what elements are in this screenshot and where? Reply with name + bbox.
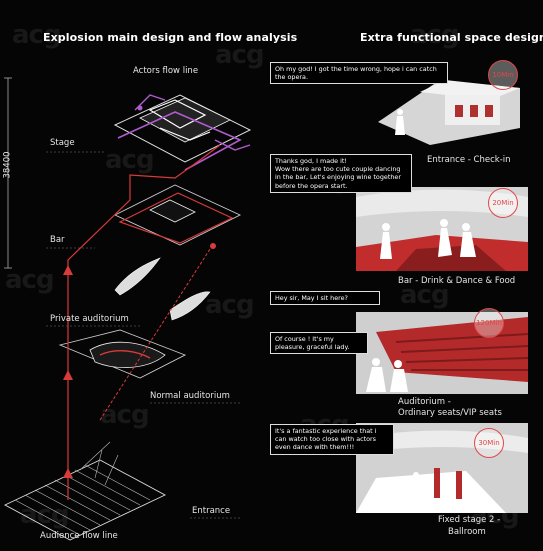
actors-flow-label: Actors flow line (133, 66, 199, 76)
stage-label: Stage (50, 138, 75, 148)
time-badge: 30Min (474, 428, 504, 458)
audience-flow-line (67, 144, 221, 500)
watermark: acg (400, 280, 450, 310)
watermark: acg (205, 290, 255, 320)
speech-bubble: Oh my god! I got the time wrong, hope i … (270, 62, 448, 85)
watermark: acg (215, 40, 265, 70)
normal-auditorium-label: Normal auditorium (150, 391, 230, 401)
scene-caption: Bar - Drink & Dance & Food (398, 276, 516, 286)
bar-level (113, 184, 242, 249)
watermark: acg (105, 145, 155, 175)
speech-bubble: Thanks god, I made it! Wow there are too… (270, 154, 412, 193)
time-badge: 120Min (474, 308, 504, 338)
private-auditorium-label: Private auditorium (50, 314, 129, 324)
scene-caption: Fixed stage 2 - (438, 515, 501, 525)
scene-caption: Ballroom (448, 527, 486, 537)
watermark: acg (12, 20, 62, 50)
bar-label: Bar (50, 235, 65, 245)
speech-bubble: Hey sir, May I sit here? (270, 291, 380, 306)
scene-caption: Ordinary seats/VIP seats (398, 408, 502, 418)
left-title: Explosion main design and flow analysis (43, 31, 298, 44)
audience-flow-label: Audience flow line (40, 531, 118, 541)
scene-caption: Auditorium - (398, 397, 451, 407)
time-badge: 10Min (488, 60, 518, 90)
watermark: acg (410, 20, 460, 50)
speech-bubble: It's a fantastic experience that i can w… (270, 424, 394, 455)
stage-level (113, 94, 252, 171)
scene-caption: Entrance - Check-in (427, 155, 511, 165)
entrance-label: Entrance (192, 506, 231, 516)
right-title: Extra functional space design (360, 31, 543, 44)
watermark: acg (5, 265, 55, 295)
watermark: acg (100, 400, 150, 430)
speech-bubble: Of course ! It's my pleasure, graceful l… (270, 332, 368, 355)
time-badge: 20Min (488, 188, 518, 218)
